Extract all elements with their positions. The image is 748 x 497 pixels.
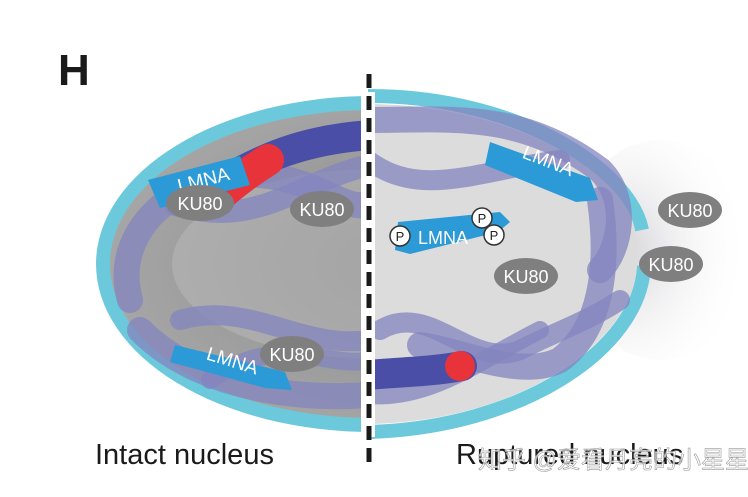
ku80-label: KU80	[648, 255, 693, 275]
intact-nucleus: LMNA KU80 KU80 LMNA KU80	[96, 96, 368, 432]
phospho-group-1: P	[389, 225, 411, 247]
lmna-label-phospho: LMNA	[418, 228, 468, 248]
ku80-label: KU80	[667, 201, 712, 221]
caption-intact: Intact nucleus	[95, 439, 274, 471]
ku80-label: KU80	[269, 345, 314, 365]
ruptured-nucleus: LMNA LMNA P P P KU80	[368, 89, 651, 439]
dna-damage-site-right	[445, 351, 475, 381]
ku80-label: KU80	[299, 200, 344, 220]
ku80-bound-left: KU80	[166, 185, 234, 221]
ku80-leaked-outside: KU80	[658, 192, 722, 228]
phospho-label: P	[478, 211, 487, 226]
ku80-label: KU80	[503, 267, 548, 287]
phospho-lmna: LMNA P P P	[389, 207, 510, 254]
phospho-group-3: P	[483, 224, 505, 246]
phospho-group-2: P	[471, 207, 493, 229]
ku80-free-right-inside: KU80	[494, 258, 558, 294]
phospho-label: P	[396, 229, 405, 244]
caption-ruptured: Ruptured nucleus	[456, 439, 683, 471]
ku80-free-left-lower: KU80	[260, 336, 324, 372]
ku80-label: KU80	[177, 194, 222, 214]
ruptured-envelope-lower	[368, 265, 651, 439]
ku80-escaping-gap: KU80	[639, 246, 703, 282]
watermark: 知乎 @爱看月亮的小星星	[478, 447, 748, 474]
ku80-free-left-upper: KU80	[290, 191, 354, 227]
panel-letter: H	[58, 46, 90, 95]
phospho-label: P	[490, 228, 499, 243]
